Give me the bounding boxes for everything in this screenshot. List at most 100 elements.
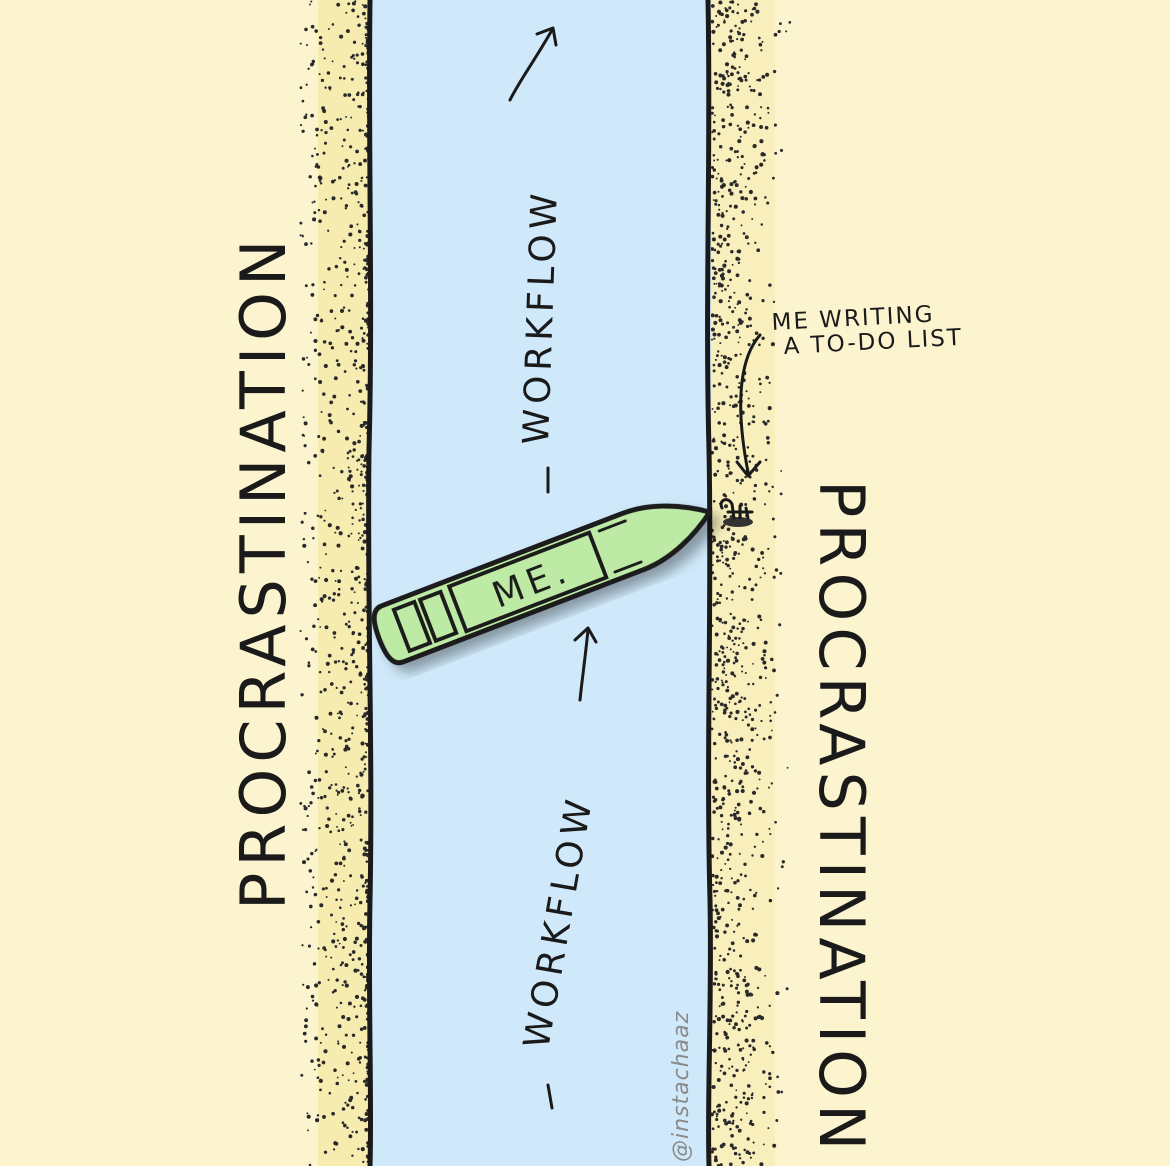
sand-dot (308, 904, 313, 909)
sand-dot (327, 523, 332, 528)
sand-dot (319, 181, 323, 185)
sand-dot (754, 965, 759, 970)
sand-dot (785, 987, 789, 991)
sand-dot (357, 272, 361, 276)
sand-dot (347, 2, 351, 6)
sand-dot (360, 874, 364, 878)
sand-dot (718, 601, 722, 605)
sand-dot (738, 1157, 742, 1160)
sand-dot (740, 762, 745, 766)
sand-dot (738, 127, 743, 132)
sand-dot (331, 1111, 335, 1116)
sand-dot (720, 12, 724, 17)
sand-dot (345, 29, 350, 34)
workflow-upper-label: WORKFLOW (516, 188, 566, 445)
sand-dot (723, 632, 726, 635)
sand-dot (730, 980, 733, 983)
sand-dot (340, 246, 343, 249)
sand-dot (307, 661, 311, 664)
sand-dot (340, 470, 344, 474)
sand-dot (365, 756, 368, 758)
sand-dot (711, 551, 715, 555)
sand-dot (321, 600, 324, 603)
sand-dot (341, 1074, 344, 1077)
sand-dot (722, 90, 726, 94)
sand-dot (712, 499, 716, 503)
sand-dot (733, 553, 737, 556)
sand-dot (348, 1134, 353, 1139)
sand-dot (730, 1113, 734, 1118)
sand-dot (740, 1118, 743, 1121)
sand-dot (363, 587, 368, 591)
sand-dot (754, 241, 757, 244)
sand-dot (314, 1036, 319, 1041)
sand-dot (316, 514, 320, 518)
sand-dot (344, 158, 349, 163)
sand-dot (751, 641, 756, 646)
sand-dot (714, 358, 717, 361)
sand-dot (355, 367, 358, 370)
sand-dot (722, 263, 727, 268)
sand-dot (345, 115, 348, 118)
sand-dot (343, 93, 347, 97)
sand-dot (315, 133, 319, 137)
sand-dot (728, 947, 732, 951)
sand-dot (726, 463, 730, 468)
sand-dot (364, 25, 368, 29)
sand-dot (763, 654, 766, 657)
sand-dot (724, 862, 727, 865)
sand-dot (731, 404, 736, 409)
sand-dot (732, 491, 735, 494)
sand-dot (737, 644, 740, 647)
sand-dot (341, 856, 346, 861)
sand-dot (741, 626, 745, 631)
sand-dot (308, 175, 312, 179)
sand-dot (753, 845, 757, 848)
sand-dot (729, 1127, 732, 1131)
sand-dot (314, 715, 319, 720)
sand-dot (768, 1004, 771, 1007)
sand-dot (726, 105, 729, 109)
sand-dot (351, 1, 356, 6)
sand-dot (351, 631, 356, 635)
sand-dot (331, 568, 335, 573)
sand-dot (731, 10, 735, 14)
sand-dot (712, 295, 716, 299)
sand-dot (363, 682, 367, 686)
sand-dot (303, 511, 307, 515)
sand-dot (344, 662, 348, 666)
sand-dot (361, 517, 365, 522)
sand-dot (756, 78, 759, 82)
sand-dot (747, 242, 750, 245)
sand-dot (319, 1041, 322, 1044)
sand-dot (729, 146, 734, 151)
sand-dot (351, 1154, 354, 1157)
sand-dot (715, 881, 718, 884)
sand-dot (740, 1019, 744, 1022)
sand-dot (728, 1018, 733, 1023)
sand-dot (311, 526, 315, 531)
sand-dot (711, 407, 714, 410)
sand-dot (716, 598, 719, 601)
sand-dot (722, 441, 727, 446)
sand-dot (753, 893, 757, 898)
sand-dot (364, 36, 368, 39)
sand-dot (729, 0, 732, 4)
sand-dot (738, 27, 741, 30)
sand-dot (712, 153, 716, 157)
sand-dot (312, 217, 317, 222)
sand-dot (768, 490, 771, 493)
sand-dot (755, 891, 758, 895)
sand-dot (764, 677, 767, 679)
sand-dot (726, 527, 731, 532)
sand-dot (714, 114, 716, 117)
sand-dot (305, 83, 308, 86)
sand-dot (319, 319, 324, 323)
sand-dot (332, 1148, 336, 1151)
sand-dot (740, 154, 744, 159)
sand-dot (736, 924, 739, 927)
sand-dot (320, 410, 323, 414)
sand-dot (355, 1015, 359, 1019)
sand-dot (345, 436, 349, 441)
sand-dot (742, 32, 746, 37)
